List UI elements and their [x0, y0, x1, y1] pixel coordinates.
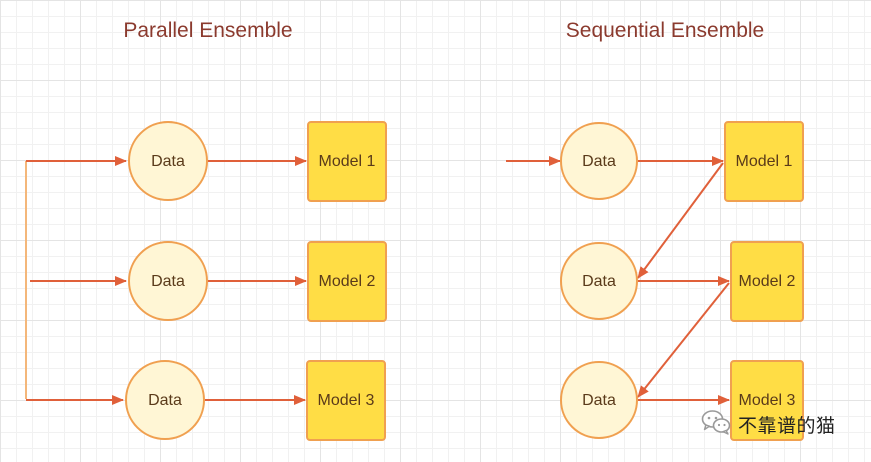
sequential-data-node-2: Data [560, 242, 638, 320]
parallel-ensemble-title: Parallel Ensemble [123, 19, 292, 42]
sequential-data-label-2: Data [582, 273, 616, 290]
sequential-ensemble-title: Sequential Ensemble [566, 19, 764, 42]
parallel-data-label-1: Data [151, 153, 185, 170]
sequential-model-node-2: Model 2 [730, 241, 804, 322]
sequential-model-node-1: Model 1 [724, 121, 804, 202]
sequential-model-label-3: Model 3 [739, 392, 796, 409]
parallel-model-label-3: Model 3 [318, 392, 375, 409]
parallel-model-label-1: Model 1 [319, 153, 376, 170]
parallel-data-node-3: Data [125, 360, 205, 440]
sequential-model-node-3: Model 3 [730, 360, 804, 441]
parallel-data-label-2: Data [151, 273, 185, 290]
parallel-data-node-2: Data [128, 241, 208, 321]
parallel-data-label-3: Data [148, 392, 182, 409]
sequential-data-label-1: Data [582, 153, 616, 170]
sequential-data-node-3: Data [560, 361, 638, 439]
watermark-text: 不靠谱的猫 [738, 414, 836, 437]
sequential-model-label-2: Model 2 [739, 273, 796, 290]
parallel-model-node-1: Model 1 [307, 121, 387, 202]
parallel-model-node-2: Model 2 [307, 241, 387, 322]
parallel-ensemble: Data Data Data Model 1 Model 2 Model 3 [25, 121, 387, 441]
parallel-model-label-2: Model 2 [319, 273, 376, 290]
parallel-model-node-3: Model 3 [306, 360, 386, 441]
sequential-model-label-1: Model 1 [736, 153, 793, 170]
sequential-ensemble: Data Data Data Model 1 Model 2 Model 3 [506, 121, 804, 441]
watermark: 不靠谱的猫 [700, 408, 836, 440]
wechat-icon [700, 408, 732, 441]
parallel-data-node-1: Data [128, 121, 208, 201]
sequential-data-node-1: Data [560, 122, 638, 200]
sequential-data-label-3: Data [582, 392, 616, 409]
sequential-model-feedback-arrow-1 [637, 162, 724, 279]
sequential-model-feedback-arrow-2 [637, 282, 730, 398]
